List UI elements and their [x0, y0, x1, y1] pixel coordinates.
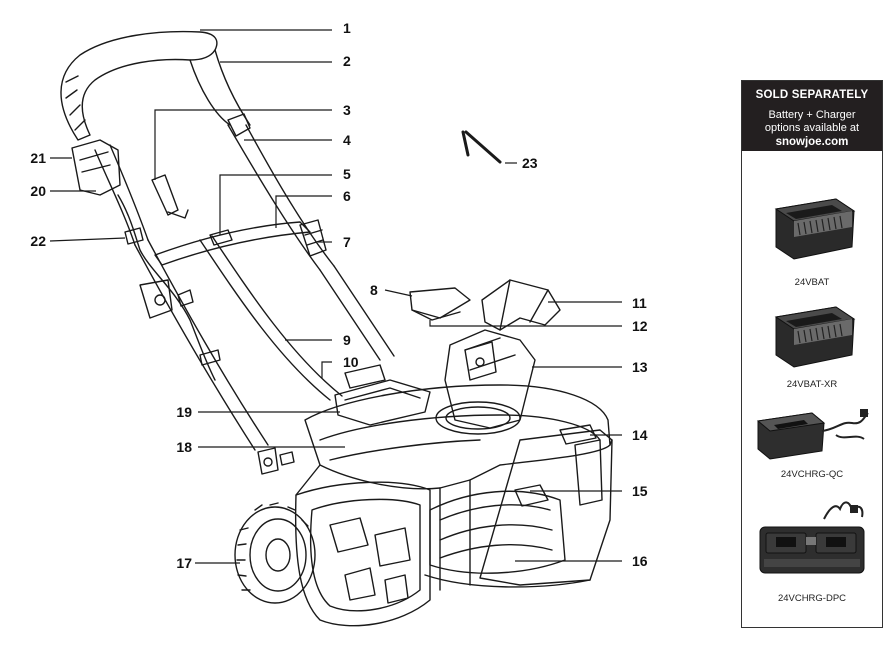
sold-separately-url[interactable]: snowjoe.com — [775, 136, 849, 148]
callout-2: 2 — [343, 53, 351, 69]
callout-11: 11 — [632, 295, 647, 311]
product-label-24vbat: 24VBAT — [794, 277, 830, 288]
dual-port-charger-icon — [759, 501, 865, 574]
leader-lines — [49, 29, 622, 564]
crossbar — [154, 221, 311, 266]
callout-9: 9 — [343, 332, 351, 348]
right-upper-tube — [227, 124, 321, 271]
callout-23: 23 — [522, 155, 538, 171]
callout-14: 14 — [632, 427, 648, 443]
callout-5: 5 — [343, 166, 351, 182]
sold-separately-line1: Battery + Charger — [768, 109, 856, 121]
battery-compartment — [334, 379, 431, 426]
callout-10: 10 — [343, 354, 359, 370]
product-label-24vchrg-qc: 24VCHRG-QC — [780, 469, 844, 480]
switch-box — [71, 139, 121, 196]
callout-7: 7 — [343, 234, 351, 250]
wheel — [234, 506, 316, 604]
wrench-tool — [461, 130, 502, 164]
battery-icon — [774, 198, 856, 260]
left-upper-tube — [94, 149, 136, 246]
led-light — [559, 424, 597, 445]
chute-handle — [409, 287, 471, 319]
chute-deflector — [481, 279, 561, 331]
right-lower-tube — [319, 269, 381, 361]
sold-separately-panel: SOLD SEPARATELY Battery + Charger option… — [741, 80, 883, 628]
callout-8: 8 — [370, 282, 378, 298]
battery-xr-icon — [774, 306, 856, 368]
callout-15: 15 — [632, 483, 648, 499]
callout-18: 18 — [176, 439, 192, 455]
left-side-plate — [294, 481, 431, 627]
auger-housing-right — [479, 429, 613, 586]
callout-21: 21 — [30, 150, 46, 166]
callout-1: 1 — [343, 20, 351, 36]
callout-17: 17 — [176, 555, 192, 571]
callout-22: 22 — [30, 233, 46, 249]
product-label-24vchrg-dpc: 24VCHRG-DPC — [777, 593, 847, 604]
snow-thrower-diagram — [49, 29, 622, 627]
callout-3: 3 — [343, 102, 351, 118]
auger — [429, 490, 566, 574]
upper-handle — [60, 30, 218, 141]
safety-key — [151, 174, 179, 216]
discharge-chute — [444, 329, 536, 429]
motor-housing — [304, 384, 611, 490]
power-cord — [117, 194, 216, 381]
quick-charger-icon — [756, 409, 869, 460]
callout-19: 19 — [176, 404, 192, 420]
callout-20: 20 — [30, 183, 46, 199]
callout-12: 12 — [632, 318, 648, 334]
left-lower-tube — [134, 244, 256, 451]
callout-13: 13 — [632, 359, 648, 375]
callout-6: 6 — [343, 188, 351, 204]
sold-separately-header: SOLD SEPARATELY Battery + Charger option… — [742, 81, 882, 151]
sold-separately-line2: options available at — [764, 122, 860, 134]
callout-4: 4 — [343, 132, 351, 148]
center-tube — [199, 239, 331, 401]
sold-separately-title: SOLD SEPARATELY — [755, 89, 869, 101]
callout-16: 16 — [632, 553, 648, 569]
product-label-24vbat-xr: 24VBAT-XR — [786, 379, 838, 390]
